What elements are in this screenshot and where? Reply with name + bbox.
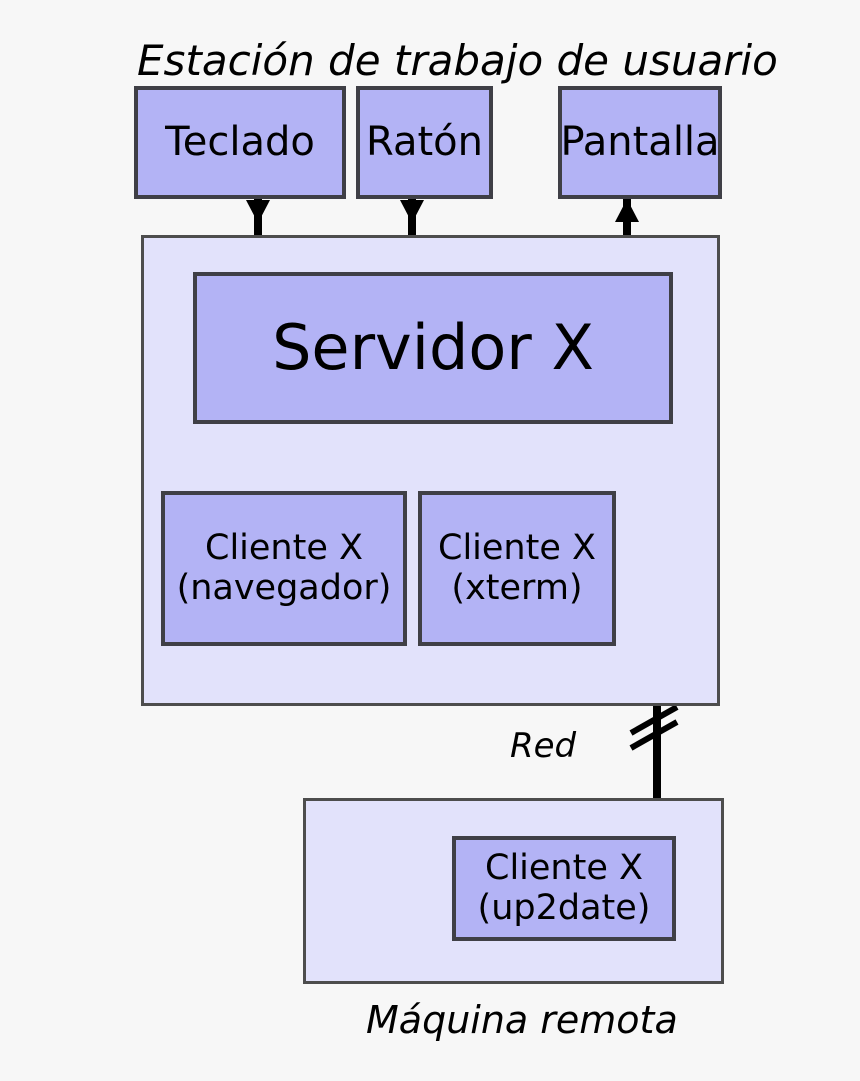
node-cliente-x-xterm[interactable]: Cliente X (xterm) (418, 491, 616, 646)
node-raton[interactable]: Ratón (356, 86, 493, 199)
node-cliente-x-up2date[interactable]: Cliente X (up2date) (452, 836, 676, 941)
node-cliente-x-navegador[interactable]: Cliente X (navegador) (161, 491, 407, 646)
caption-network: Red (510, 726, 577, 766)
network-break-icon (629, 704, 679, 751)
caption-workstation: Estación de trabajo de usuario (137, 36, 778, 85)
node-pantalla[interactable]: Pantalla (558, 86, 722, 199)
caption-remote-machine: Máquina remota (366, 998, 678, 1042)
node-servidor-x[interactable]: Servidor X (193, 272, 673, 424)
node-teclado[interactable]: Teclado (134, 86, 346, 199)
